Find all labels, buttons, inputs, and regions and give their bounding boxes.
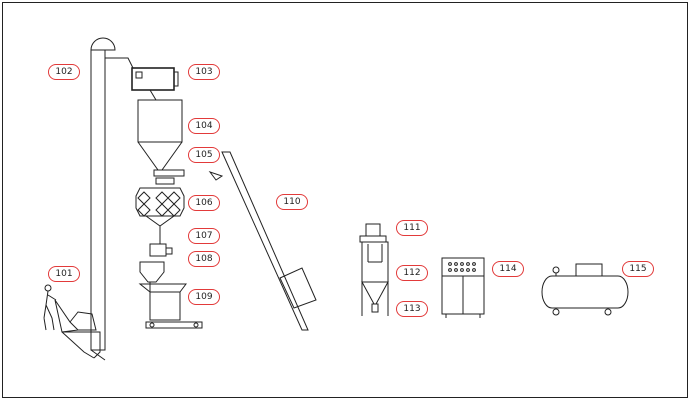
air-compressor-tank [541,263,629,316]
label-103: 103 [188,64,220,80]
label-115: 115 [622,261,654,277]
inclined-screw-conveyor [221,151,317,331]
label-101: 101 [48,266,80,282]
label-109: 109 [188,289,220,305]
label-106: 106 [188,195,220,211]
top-conveyor-unit [131,67,179,101]
storage-silo [137,99,183,171]
label-105: 105 [188,147,220,163]
silo-feeder [153,169,224,181]
control-cabinet [441,257,485,318]
label-102: 102 [48,64,80,80]
rotary-valve [149,243,173,257]
label-113: 113 [396,301,428,317]
label-111: 111 [396,220,428,236]
label-110: 110 [276,194,308,210]
mill-unit [135,177,185,244]
label-104: 104 [188,118,220,134]
label-108: 108 [188,251,220,267]
dust-collector [359,223,389,316]
label-112: 112 [396,265,428,281]
label-107: 107 [188,228,220,244]
packing-machine [138,283,203,329]
label-114: 114 [492,261,524,277]
worker-feeding-station [43,284,101,359]
bucket-elevator [90,37,134,361]
